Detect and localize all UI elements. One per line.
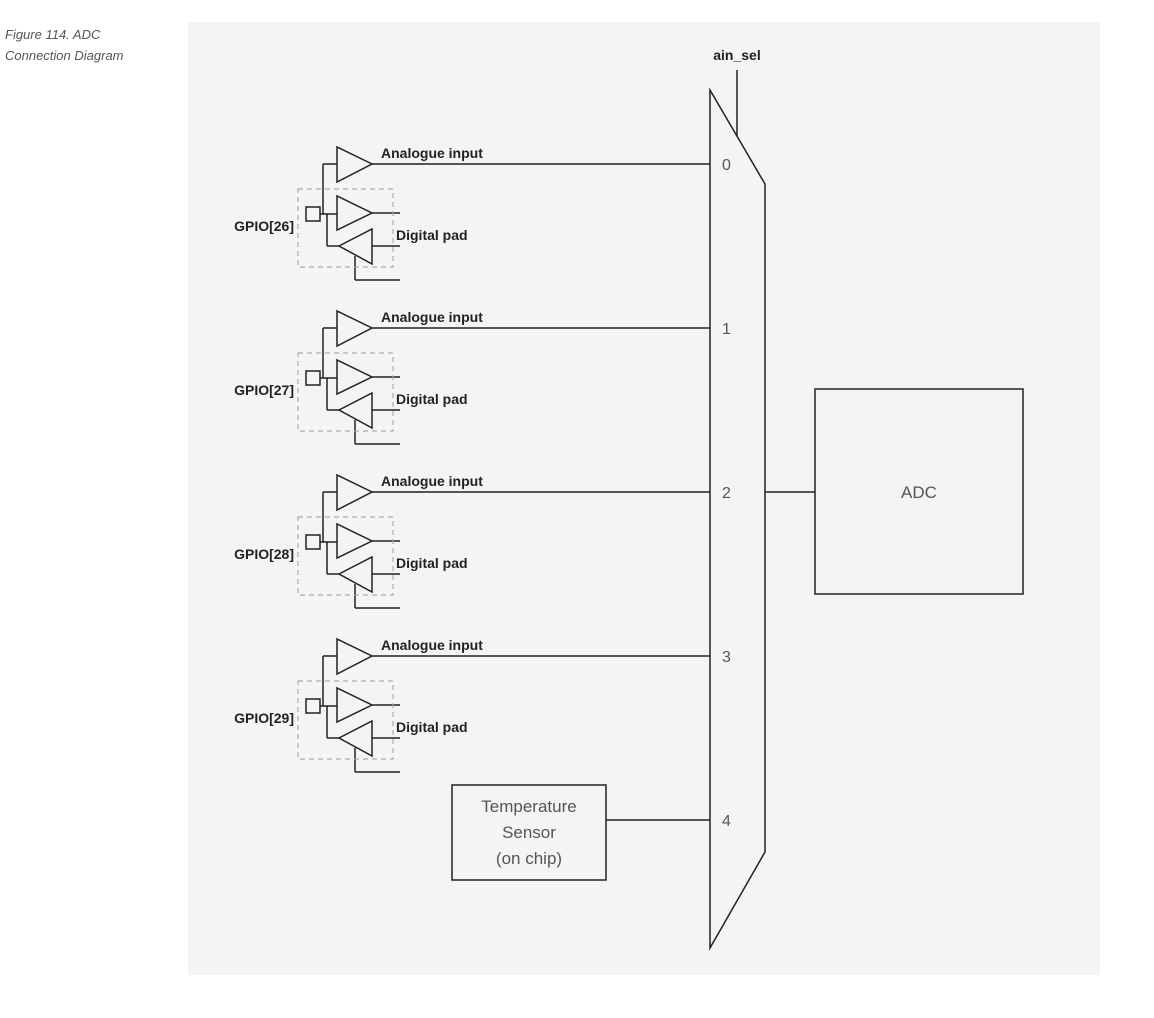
caption-line-1: Figure 114. ADC <box>5 27 101 42</box>
analogue-buffer <box>336 637 374 676</box>
temp-sensor-line2: Sensor <box>502 823 556 842</box>
pad-boundary <box>297 680 394 760</box>
output-driver <box>336 358 374 396</box>
mux-input-2: 2 <box>722 485 731 502</box>
temp-sensor-line1: Temperature <box>481 797 576 816</box>
pad-icon <box>305 698 321 714</box>
analogue-input-label: Analogue input <box>381 473 483 489</box>
caption-line-2: Connection Diagram <box>5 48 124 63</box>
output-driver <box>336 522 374 560</box>
figure-caption: Figure 114. ADC Connection Diagram <box>5 24 175 66</box>
analogue-buffer <box>336 309 374 348</box>
mux-input-4: 4 <box>722 813 731 830</box>
analogue-input-label: Analogue input <box>381 637 483 653</box>
analogue-buffer <box>336 473 374 512</box>
analogue-input-label: Analogue input <box>381 145 483 161</box>
gpio-label: GPIO[29] <box>234 710 294 726</box>
gpio-label: GPIO[28] <box>234 546 294 562</box>
output-driver <box>336 686 374 724</box>
pad-icon <box>305 206 321 222</box>
gpio-label: GPIO[27] <box>234 382 294 398</box>
adc-box <box>814 388 1024 595</box>
pad-icon <box>305 534 321 550</box>
multiplexer <box>709 87 766 951</box>
temperature-sensor-box <box>451 784 607 881</box>
pad-boundary <box>297 188 394 268</box>
pad-boundary <box>297 352 394 432</box>
mux-input-3: 3 <box>722 649 731 666</box>
digital-pad-label: Digital pad <box>396 227 468 243</box>
pad-boundary <box>297 516 394 596</box>
adc-label: ADC <box>901 483 937 502</box>
mux-input-0: 0 <box>722 157 731 174</box>
pad-icon <box>305 370 321 386</box>
analogue-buffer <box>336 145 374 184</box>
digital-pad-label: Digital pad <box>396 719 468 735</box>
output-driver <box>336 194 374 232</box>
digital-pad-label: Digital pad <box>396 391 468 407</box>
analogue-input-label: Analogue input <box>381 309 483 325</box>
digital-pad-label: Digital pad <box>396 555 468 571</box>
ain-sel-label: ain_sel <box>713 47 760 63</box>
temp-sensor-line3: (on chip) <box>496 849 562 868</box>
mux-input-1: 1 <box>722 321 731 338</box>
gpio-label: GPIO[26] <box>234 218 294 234</box>
